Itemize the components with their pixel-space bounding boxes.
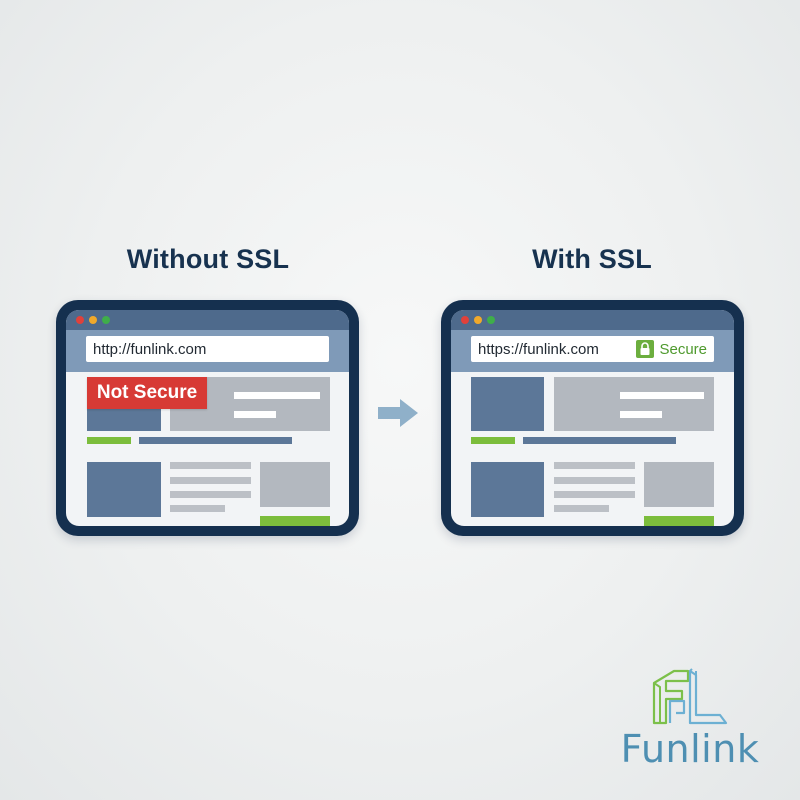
- nav-bar-placeholder: [139, 437, 292, 444]
- lock-icon: [636, 340, 655, 358]
- text-line: [170, 477, 251, 484]
- hero-text-line: [620, 411, 662, 418]
- green-accent-bar: [471, 437, 515, 444]
- card-image-placeholder: [471, 462, 544, 517]
- title-bar: [66, 310, 349, 330]
- funlink-logo: Funlink: [600, 655, 780, 780]
- title-bar: [451, 310, 734, 330]
- text-line: [554, 505, 609, 512]
- hero-text-line: [234, 411, 276, 418]
- text-line: [170, 505, 225, 512]
- url-text: https://funlink.com: [478, 340, 599, 358]
- minimize-dot-icon[interactable]: [89, 316, 97, 324]
- maximize-dot-icon[interactable]: [487, 316, 495, 324]
- hero-text-line: [234, 392, 320, 399]
- maximize-dot-icon[interactable]: [102, 316, 110, 324]
- browser-toolbar: http://funlink.com: [66, 330, 349, 372]
- secure-indicator[interactable]: Secure: [636, 340, 707, 358]
- funlink-wordmark: Funlink: [620, 727, 760, 771]
- not-secure-badge: Not Secure: [87, 377, 207, 409]
- card-image-placeholder: [87, 462, 161, 517]
- funlink-mark-icon: [652, 668, 728, 725]
- text-line: [554, 477, 635, 484]
- close-dot-icon[interactable]: [461, 316, 469, 324]
- hero-banner-placeholder: [554, 377, 714, 431]
- browser-with-ssl: https://funlink.com Secure: [441, 300, 744, 536]
- text-line: [554, 491, 635, 498]
- heading-without-ssl: Without SSL: [126, 244, 290, 274]
- browser-toolbar: https://funlink.com Secure: [451, 330, 734, 372]
- side-image-placeholder: [260, 462, 330, 507]
- text-line: [170, 462, 251, 469]
- close-dot-icon[interactable]: [76, 316, 84, 324]
- browser-screen: http://funlink.com Not Secure: [66, 310, 349, 526]
- browser-without-ssl: http://funlink.com Not Secure: [56, 300, 359, 536]
- text-line: [554, 462, 635, 469]
- address-bar[interactable]: http://funlink.com: [86, 336, 329, 362]
- green-button-placeholder[interactable]: [644, 516, 714, 526]
- green-accent-bar: [87, 437, 131, 444]
- green-button-placeholder[interactable]: [260, 516, 330, 526]
- arrow-right-icon: [378, 397, 420, 434]
- minimize-dot-icon[interactable]: [474, 316, 482, 324]
- nav-bar-placeholder: [523, 437, 676, 444]
- hero-image-placeholder: [471, 377, 544, 431]
- browser-screen: https://funlink.com Secure: [451, 310, 734, 526]
- address-bar[interactable]: https://funlink.com Secure: [471, 336, 714, 362]
- heading-with-ssl: With SSL: [532, 244, 652, 274]
- text-line: [170, 491, 251, 498]
- secure-label: Secure: [659, 340, 707, 358]
- url-text: http://funlink.com: [93, 340, 207, 358]
- hero-text-line: [620, 392, 704, 399]
- side-image-placeholder: [644, 462, 714, 507]
